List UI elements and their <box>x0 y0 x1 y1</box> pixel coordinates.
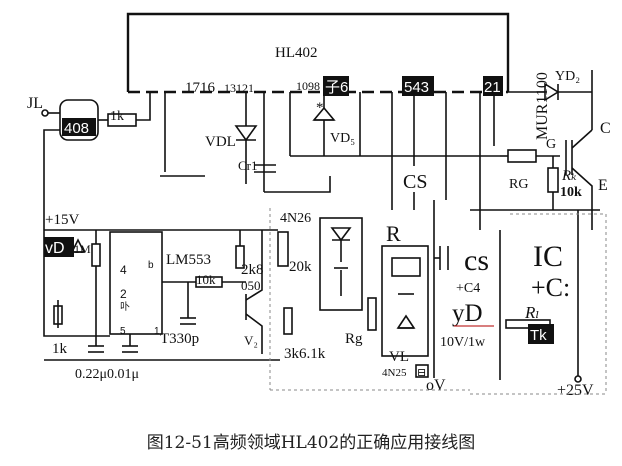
module-name: HL402 <box>275 45 318 61</box>
pin-group-1098: 1098 <box>296 79 320 93</box>
r10k-label: 10k <box>196 272 216 287</box>
input-section: JL 408 1k <box>27 92 151 240</box>
vdl-section: VDL Cr1 * VD₅ <box>160 92 500 193</box>
pin-group-6: 子6 <box>325 79 348 96</box>
lm-pin-b: b <box>148 260 154 271</box>
r1m-label: 1M <box>74 242 91 256</box>
r3k6-resistor <box>283 307 293 335</box>
cs-mid-label: CS <box>403 171 427 193</box>
figure-caption: 图12-51高频领域HL402的正确应用接线图 <box>146 433 476 453</box>
tk-box <box>528 324 554 344</box>
plus25-terminal <box>574 375 582 383</box>
opto-4n26-box <box>319 217 363 311</box>
c022-label: 0.22μ0.01μ <box>75 367 139 382</box>
circuit-schematic: HL402 1716 13121 1098 子6 543 21 JL 408 1… <box>27 12 611 399</box>
sq-mark: ⊟ <box>417 367 426 379</box>
g-label: G <box>546 137 556 152</box>
ov-label: oV <box>426 377 446 394</box>
star-mark: * <box>316 100 324 116</box>
opto-4n26-section: 20k 4N26 3k6.1k Rg <box>269 208 470 391</box>
r1k-left-label: 1k <box>52 341 68 357</box>
r1k-top-label: 1k <box>110 109 124 124</box>
pin-group-21: 21 <box>484 79 501 96</box>
c-label: C <box>600 120 611 137</box>
rk-value: 10k <box>560 185 582 200</box>
pin408-label: 408 <box>64 120 89 137</box>
lm553-section: +15V vD 1M LM553 4 2 b 卟 5 1 10k T330p 2… <box>43 212 280 382</box>
ic-section: IC +C: Rₗ Tk +25V <box>470 210 607 399</box>
lm-pin2: 2 <box>120 287 127 301</box>
jl-label: JL <box>27 95 43 112</box>
v050-label: 050 <box>241 278 261 293</box>
r20k-resistor <box>277 231 289 267</box>
vd-left-box <box>44 237 74 257</box>
yd2-label: YD₂ <box>555 69 580 84</box>
rk-label: Rₖ <box>561 168 577 184</box>
pin-group-13121: 13121 <box>224 81 254 95</box>
e-label: E <box>598 177 608 194</box>
pin-group-21-box <box>483 76 503 96</box>
cs-mid-section: CS <box>359 92 495 230</box>
rk-resistor <box>547 167 559 193</box>
t330p-label: T330p <box>160 331 199 347</box>
v10-label: 10V/1w <box>440 335 486 350</box>
opto-4n26-led <box>330 227 352 242</box>
opto-4n25-section: R VL 4N25 ⊟ oV <box>381 200 446 394</box>
lm-pin-n: 卟 <box>120 301 130 313</box>
yd-label: yD <box>452 300 483 327</box>
plus15-label: +15V <box>45 212 79 228</box>
cs-c4-section: cs +C4 yD 10V/1w <box>434 230 501 380</box>
v2-label: V₂ <box>244 333 258 348</box>
pin408-box <box>62 118 96 136</box>
cr1-label: Cr1 <box>238 158 258 173</box>
vdl-label: VDL <box>205 134 236 150</box>
mur1100-label: MUR1100 <box>534 72 551 140</box>
r20k-label: 20k <box>289 259 312 275</box>
ic-label: IC <box>533 240 563 273</box>
vd5-label: VD₅ <box>330 131 355 146</box>
lm-pin4: 4 <box>120 263 127 277</box>
r-big-label: R <box>386 221 401 246</box>
pin-group-1716: 1716 <box>185 80 216 96</box>
opto-4n25-box <box>381 245 429 357</box>
lm553-chip <box>109 231 163 335</box>
opto-4n25-diode <box>396 314 416 329</box>
pin-group-543-box <box>402 76 434 96</box>
r1m-resistor <box>91 243 101 267</box>
r3k6-label: 3k6.1k <box>284 346 326 362</box>
rg-resistor-right <box>507 149 537 163</box>
lm-pin1: 1 <box>154 326 160 337</box>
r1k-left-resistor <box>53 305 63 325</box>
pin-numbers: 1716 13121 1098 子6 543 21 <box>185 76 503 96</box>
rg-mid-label: Rg <box>345 331 363 347</box>
pin-group-543: 543 <box>404 79 429 96</box>
rg-right-label: RG <box>509 177 528 192</box>
r2k8-label: 2k8 <box>241 262 264 278</box>
rl-label: Rₗ <box>524 303 540 322</box>
vd-left-label: vD <box>45 240 65 257</box>
n4n26-top-label: 4N26 <box>280 211 311 226</box>
lm553-label: LM553 <box>166 252 211 268</box>
vl-label: VL <box>389 349 409 365</box>
plusc-label: +C: <box>531 273 570 302</box>
jl-terminal <box>41 109 49 117</box>
c4-label: +C4 <box>456 281 480 296</box>
tk-label: Tk <box>530 327 547 344</box>
lm-pin5: 5 <box>120 326 126 337</box>
vdl-diode <box>234 125 258 142</box>
opto-4n25-led <box>391 257 421 277</box>
sq-box <box>415 364 429 378</box>
n4n25-label: 4N25 <box>382 367 407 379</box>
pin-group-6-box <box>323 76 349 96</box>
cs-right-label: cs <box>464 244 489 277</box>
rg-mid-resistor <box>367 297 377 331</box>
plus25-label: +25V <box>557 382 594 399</box>
hl402-module: HL402 <box>126 12 510 94</box>
yd2-diode <box>544 82 560 102</box>
